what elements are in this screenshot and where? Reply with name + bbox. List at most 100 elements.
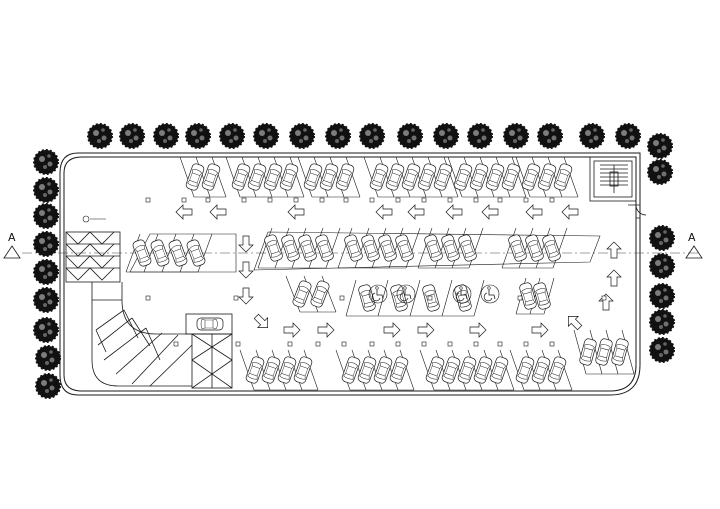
car-icon: [200, 162, 222, 192]
tree-icon: [649, 309, 675, 335]
car-icon: [340, 355, 362, 385]
car-icon: [552, 162, 574, 192]
stall-line: [274, 227, 290, 269]
car-icon: [334, 162, 356, 192]
column-icon: [523, 341, 529, 347]
car-icon: [309, 279, 331, 309]
stall-line: [313, 156, 329, 198]
column-icon: [233, 295, 239, 301]
stall-line: [371, 227, 387, 269]
car-icon: [388, 355, 410, 385]
car-icon: [357, 283, 377, 313]
car-icon: [546, 355, 568, 385]
column-icon: [427, 295, 433, 301]
tree-icon: [33, 177, 59, 203]
stall-line: [383, 349, 399, 391]
stall-line: [447, 156, 463, 198]
tree-icon: [615, 123, 641, 149]
column-icon: [267, 197, 273, 203]
column-icon: [549, 341, 555, 347]
column-icon: [395, 341, 401, 347]
stall-line: [125, 233, 141, 273]
car-icon: [432, 162, 454, 192]
stall-line: [483, 349, 499, 391]
car-icon: [440, 355, 462, 385]
column-icon: [315, 341, 321, 347]
direction-arrow-icon: [375, 204, 393, 220]
stall-line: [335, 349, 351, 391]
direction-arrow-icon: [525, 204, 543, 220]
building-outline: [59, 152, 641, 396]
island-outline: [253, 231, 601, 271]
direction-arrow-icon: [287, 204, 305, 220]
stall-line: [427, 156, 443, 198]
column-icon: [181, 197, 187, 203]
stall-line: [329, 156, 345, 198]
section-label-right: A: [688, 231, 696, 244]
tree-icon: [185, 123, 211, 149]
column-icon: [241, 197, 247, 203]
stall-line: [547, 156, 563, 198]
car-icon: [230, 162, 252, 192]
direction-arrow-icon: [417, 322, 435, 338]
stall-line: [441, 279, 453, 317]
column-icon: [341, 341, 347, 347]
stall-line: [271, 349, 287, 391]
stall-line: [287, 349, 303, 391]
column-icon: [421, 197, 427, 203]
column-icon: [293, 197, 299, 203]
car-icon: [184, 162, 206, 192]
stall-line: [308, 227, 324, 269]
tree-icon: [647, 159, 673, 185]
stall-line: [511, 156, 527, 198]
stall-line: [411, 156, 427, 198]
tree-icon: [537, 123, 563, 149]
stall-line: [367, 349, 383, 391]
stall-line: [557, 349, 573, 391]
direction-arrow-icon: [606, 269, 622, 287]
column-icon: [497, 341, 503, 347]
column-icon: [473, 197, 479, 203]
column-icon: [447, 197, 453, 203]
stall-line: [225, 156, 241, 198]
column-icon: [173, 341, 179, 347]
car-icon: [276, 355, 298, 385]
column-icon: [447, 341, 453, 347]
tree-icon: [33, 317, 59, 343]
car-icon: [594, 337, 614, 367]
car-icon: [484, 162, 506, 192]
stall-line: [518, 227, 534, 269]
stall-line: [509, 349, 525, 391]
car-icon: [488, 355, 510, 385]
stall-line: [525, 349, 541, 391]
direction-arrow-icon: [407, 204, 425, 220]
tree-icon: [503, 123, 529, 149]
car-icon: [368, 162, 390, 192]
stall-line: [388, 227, 404, 269]
car-icon: [452, 162, 474, 192]
stall-line: [297, 156, 313, 198]
direction-arrow-icon: [209, 204, 227, 220]
stall-line: [345, 156, 361, 198]
tree-icon: [359, 123, 385, 149]
tree-icon: [33, 203, 59, 229]
stall-line: [405, 227, 421, 269]
car-icon: [377, 233, 398, 263]
tree-icon: [325, 123, 351, 149]
stall-line: [257, 227, 273, 269]
section-marker-right: A: [685, 231, 703, 259]
tree-icon: [33, 287, 59, 313]
accessible-parking-icon: [480, 284, 500, 304]
car-icon: [280, 233, 301, 263]
car-icon: [457, 233, 478, 263]
car-icon: [610, 337, 630, 367]
stair-icon: [600, 164, 628, 193]
stall-line: [273, 156, 289, 198]
north-note: [82, 215, 106, 223]
stall-line: [621, 329, 635, 375]
direction-arrow-icon: [481, 204, 499, 220]
stall-line: [395, 156, 411, 198]
stall-line: [435, 349, 451, 391]
tree-icon: [35, 345, 61, 371]
